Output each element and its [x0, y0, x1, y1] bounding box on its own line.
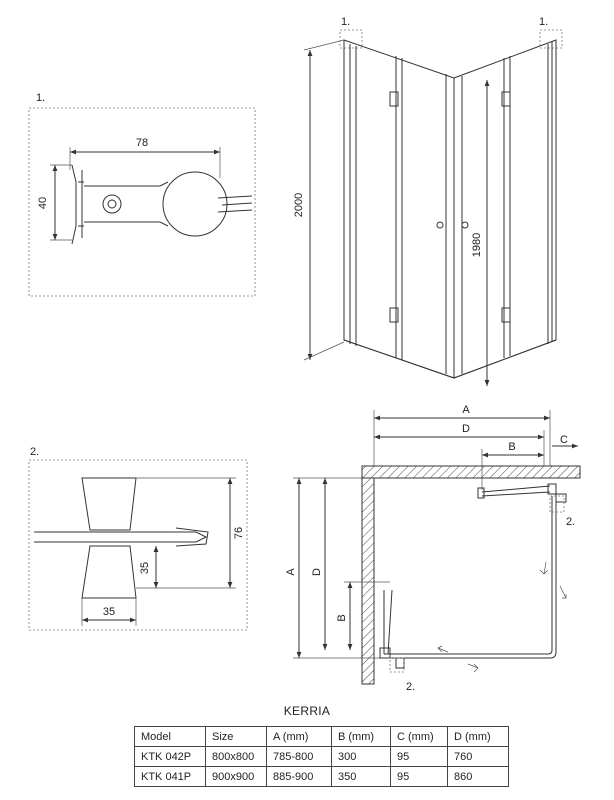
dim-A-top-label: A — [462, 404, 470, 416]
elevation-tag-left: 1. — [341, 16, 350, 28]
door-knob-right — [461, 221, 469, 229]
left-folded-door — [383, 589, 393, 655]
header-model: Model — [134, 726, 206, 747]
hinge-bottom-left — [389, 307, 399, 323]
screw-inner — [107, 199, 117, 209]
cell-b: 350 — [331, 766, 391, 787]
cell-c: 95 — [390, 766, 448, 787]
wall-bracket — [71, 164, 84, 245]
detail-2-tag: 2. — [30, 446, 39, 458]
left-hinge — [379, 647, 391, 659]
dim-B-top-label: B — [508, 441, 515, 453]
left-handle — [395, 657, 405, 669]
table-header-row: Model Size A (mm) B (mm) C (mm) D (mm) — [134, 726, 509, 747]
cell-c: 95 — [390, 746, 448, 767]
left-enclosure-outline — [343, 39, 455, 379]
enclosure-front-glass-inner — [384, 496, 557, 659]
dim-2000-label: 2000 — [293, 193, 305, 217]
top-profile — [477, 487, 485, 499]
dim-B-side-label: B — [336, 614, 348, 621]
dim-76-label: 76 — [233, 527, 245, 539]
left-fold-line — [395, 56, 403, 360]
top-handle — [555, 493, 567, 503]
handle-top — [81, 477, 137, 531]
plan-view: A D B C A D B — [285, 404, 581, 693]
technical-drawing: 1. 78 40 1. 1. — [28, 16, 581, 693]
cell-d: 760 — [447, 746, 509, 767]
left-profile — [349, 44, 357, 346]
detail-marker-right — [539, 29, 563, 49]
cell-d: 860 — [447, 766, 509, 787]
right-fold-line — [503, 56, 511, 358]
handle-bottom — [81, 545, 137, 599]
enclosure-front-glass — [384, 496, 553, 655]
swing-arrow — [539, 561, 549, 575]
table-row: KTK 041P 900x900 885-900 350 95 860 — [134, 766, 509, 787]
cell-model: KTK 041P — [134, 766, 206, 787]
hinge-arm — [84, 181, 169, 227]
cell-a: 885-900 — [266, 766, 332, 787]
hinge-bottom-right — [501, 307, 511, 323]
cell-a: 785-800 — [266, 746, 332, 767]
cell-model: KTK 042P — [134, 746, 206, 767]
hinge-top-right — [501, 91, 511, 107]
detail-1-tag: 1. — [36, 92, 45, 104]
glass-panel-edge — [217, 195, 253, 213]
top-hinge — [547, 483, 557, 495]
swing-arrow — [437, 645, 449, 653]
cell-size: 900x900 — [205, 766, 267, 787]
ext-line — [303, 341, 345, 361]
hinge-top-left — [389, 91, 399, 107]
detail-2-frame — [28, 459, 248, 631]
screw-outer — [102, 194, 122, 214]
dim-C-top-label: C — [560, 434, 568, 446]
table-row: KTK 042P 800x800 785-800 300 95 760 — [134, 746, 509, 767]
header-d: D (mm) — [447, 726, 509, 747]
spec-table: Model Size A (mm) B (mm) C (mm) D (mm) K… — [134, 726, 509, 787]
detail-2-group: 2. 76 35 35 — [28, 446, 248, 631]
swing-arrow — [559, 585, 567, 599]
header-b: B (mm) — [331, 726, 391, 747]
dim-35-vertical-label: 35 — [139, 562, 151, 574]
dim-35-horizontal-label: 35 — [103, 606, 115, 618]
plan-tag-top: 2. — [566, 516, 575, 528]
detail-2-marker-top — [549, 495, 565, 513]
elevation-view: 1. 1. 2000 1980 — [293, 16, 563, 386]
hinge-knuckle — [162, 171, 228, 237]
dim-A-side-label: A — [285, 568, 297, 576]
door-knob-left — [436, 221, 444, 229]
header-a: A (mm) — [266, 726, 332, 747]
glass-tip — [175, 527, 209, 547]
dim-D-side-label: D — [311, 568, 323, 576]
detail-2-marker-bottom — [389, 657, 405, 673]
detail-1-group: 1. 78 40 — [28, 92, 256, 297]
cell-b: 300 — [331, 746, 391, 767]
detail-1-frame — [28, 107, 256, 297]
dim-1980-label: 1980 — [471, 233, 483, 257]
ext-line — [303, 39, 345, 51]
elevation-tag-right: 1. — [539, 16, 548, 28]
header-size: Size — [205, 726, 267, 747]
header-c: C (mm) — [390, 726, 448, 747]
top-folded-door — [481, 485, 551, 497]
dim-D-top-label: D — [462, 423, 470, 435]
right-enclosure-outline — [453, 39, 557, 379]
wall-left — [361, 477, 375, 685]
cell-size: 800x800 — [205, 746, 267, 767]
wall-top — [361, 465, 581, 479]
tray-line — [343, 339, 557, 379]
dim-40-label: 40 — [37, 197, 49, 209]
table-title: KERRIA — [283, 704, 331, 718]
swing-arrow — [467, 663, 479, 673]
dim-78-label: 78 — [136, 137, 148, 149]
plan-tag-bottom: 2. — [406, 681, 415, 693]
glass-section — [34, 531, 208, 543]
